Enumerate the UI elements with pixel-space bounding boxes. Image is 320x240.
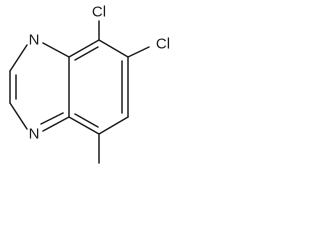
atom-labels: N N Cl Cl [29, 4, 171, 143]
bond-c5-c6 [98, 39, 129, 58]
bond-n4-c4a [42, 116, 70, 132]
pyrazine-ring [9, 42, 70, 132]
bond-c8-c4a-inner [74, 113, 99, 128]
bond-n1-c8a [42, 42, 70, 58]
bond-n4-c4a-inner [40, 112, 64, 125]
substituent-bonds [98, 20, 150, 164]
structure-diagram: N N Cl Cl [9, 4, 171, 164]
atom-label-cl-right: Cl [156, 36, 170, 53]
atom-label-n-bottom: N [29, 126, 40, 143]
benzene-ring [68, 39, 129, 135]
bond-c3-n4 [9, 102, 28, 130]
bond-c7-c8 [98, 116, 129, 135]
atom-label-cl-upper: Cl [92, 4, 106, 21]
atom-label-n-top: N [29, 32, 40, 49]
bond-n1-c2 [9, 44, 28, 72]
bond-c8a-c5-inner [74, 46, 99, 61]
bond-c8-c4a [68, 116, 100, 135]
bond-c6-cl [127, 46, 150, 58]
bond-c8a-c5 [68, 39, 100, 58]
